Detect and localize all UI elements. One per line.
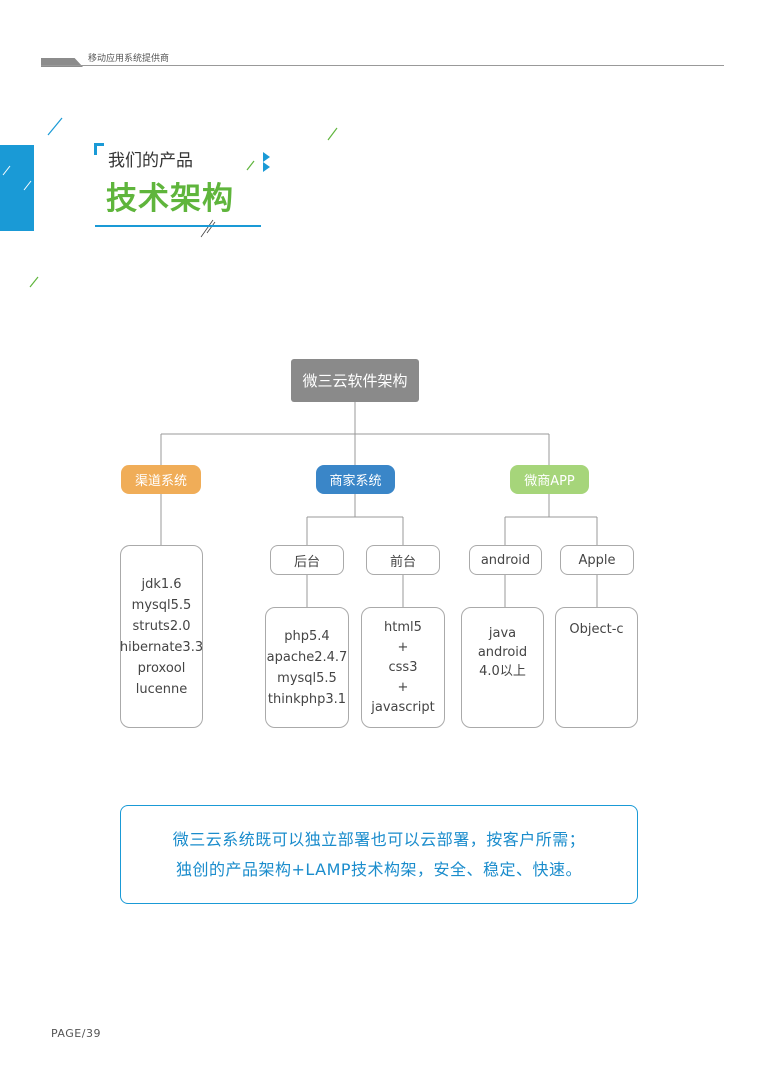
apple-tech-list: Object-c (555, 607, 638, 728)
header-text: 移动应用系统提供商 (88, 54, 170, 64)
android-node: android (469, 545, 542, 575)
wechat-app-node: 微商APP (510, 465, 589, 494)
title-underline (95, 225, 261, 227)
apple-node: Apple (560, 545, 634, 575)
architecture-root-node: 微三云软件架构 (291, 359, 419, 402)
decorative-slashes (2, 117, 338, 288)
tech-item: css3 (388, 659, 418, 675)
tech-item: mysql5.5 (131, 597, 192, 613)
tech-item: html5 (384, 619, 422, 635)
summary-line: 微三云系统既可以独立部署也可以云部署，按客户所需； (172, 829, 586, 849)
page-number: PAGE/39 (51, 1027, 101, 1040)
channel-system-node: 渠道系统 (121, 465, 201, 494)
tech-item: proxool (137, 660, 186, 676)
tech-item: struts2.0 (132, 618, 191, 634)
summary-line: 独创的产品架构+LAMP技术构架，安全、稳定、快速。 (175, 859, 583, 879)
tech-item: javascript (371, 699, 435, 715)
tech-item: thinkphp3.1 (267, 691, 347, 707)
merchant-system-node: 商家系统 (316, 465, 395, 494)
tech-item: mysql5.5 (277, 670, 337, 686)
tech-item: apache2.4.7 (266, 649, 348, 665)
triangle-icon (263, 152, 270, 162)
android-tech-list: java android 4.0以上 (461, 607, 544, 728)
header-accent-bar (41, 58, 83, 67)
tech-item: + (397, 639, 409, 655)
tech-item: jdk1.6 (141, 576, 182, 592)
frontend-tech-list: html5 + css3 + javascript (361, 607, 445, 728)
backend-node: 后台 (270, 545, 344, 575)
tech-item: Object-c (569, 622, 624, 637)
tech-item: php5.4 (284, 628, 330, 644)
tech-item: + (397, 679, 409, 695)
left-accent-tab (0, 145, 34, 231)
title-bracket (94, 143, 104, 155)
tech-item: lucenne (135, 681, 188, 697)
frontend-node: 前台 (366, 545, 440, 575)
tech-item: 4.0以上 (479, 664, 526, 679)
tech-item: hibernate3.3 (119, 639, 204, 655)
summary-box: 微三云系统既可以独立部署也可以云部署，按客户所需； 独创的产品架构+LAMP技术… (120, 805, 638, 904)
channel-tech-list: jdk1.6 mysql5.5 struts2.0 hibernate3.3 p… (120, 545, 203, 728)
section-subtitle: 我们的产品 (108, 151, 193, 171)
backend-tech-list: php5.4 apache2.4.7 mysql5.5 thinkphp3.1 (265, 607, 349, 728)
tech-item: java (488, 626, 517, 641)
header-rule (41, 65, 724, 66)
section-title: 技术架构 (106, 181, 234, 217)
tech-item: android (477, 645, 528, 660)
architecture-connectors (160, 402, 598, 607)
triangle-icon (263, 162, 270, 172)
